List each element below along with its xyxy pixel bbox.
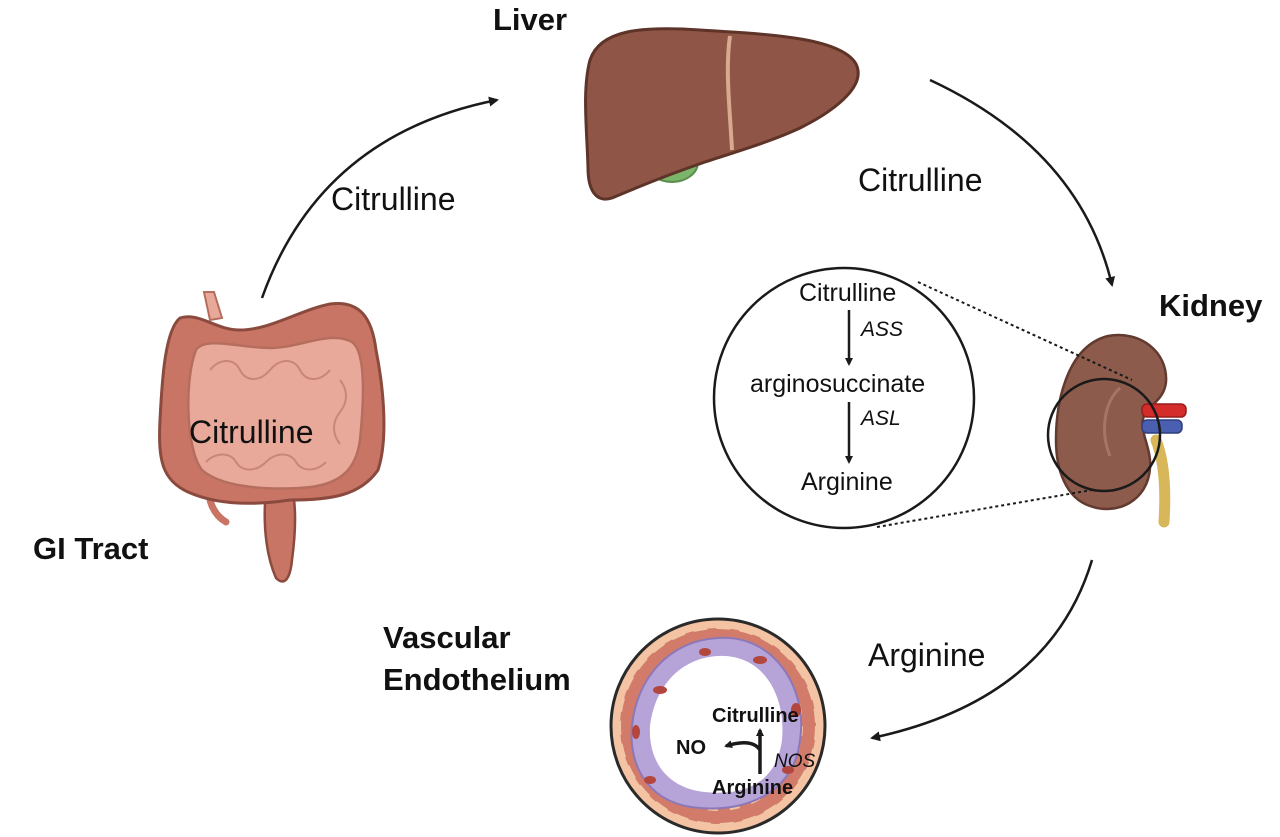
kidney-label: Kidney [1159,288,1263,323]
vessel-citrulline: Citrulline [712,705,799,727]
vascular-label-line1: Vascular [383,620,511,655]
flow-label-kidney-to-vascular: Arginine [868,637,986,673]
vascular-label-line2: Endothelium [383,662,571,697]
gi-citrulline-label: Citrulline [189,414,314,450]
liver-illustration [584,27,860,201]
vessel-illustration [609,617,827,835]
pathway-citrulline: Citrulline [799,279,897,307]
gi-tract-illustration [158,291,386,583]
arrow-liver-to-kidney [929,78,1116,287]
vessel-nos: NOS [774,751,816,772]
zoom-line-bottom [876,489,1093,528]
no-release-arrow [724,740,762,752]
pathway-arginosuccinate: arginosuccinate [750,370,926,398]
pathway-arginine: Arginine [801,468,893,496]
pathway-enzyme-asl: ASL [861,407,901,430]
gi-tract-label: GI Tract [33,531,149,566]
vessel-arginine: Arginine [712,777,794,799]
flow-label-liver-to-kidney: Citrulline [858,162,983,198]
vessel-no: NO [676,737,706,759]
arrow-gi-to-liver [260,96,499,299]
pathway-enzyme-ass: ASS [861,318,904,341]
flow-label-gi-to-liver: Citrulline [331,181,456,217]
arrow-kidney-to-vascular [870,559,1094,742]
liver-label: Liver [493,2,568,37]
kidney-illustration [1046,333,1187,528]
zoom-circle [712,266,976,530]
